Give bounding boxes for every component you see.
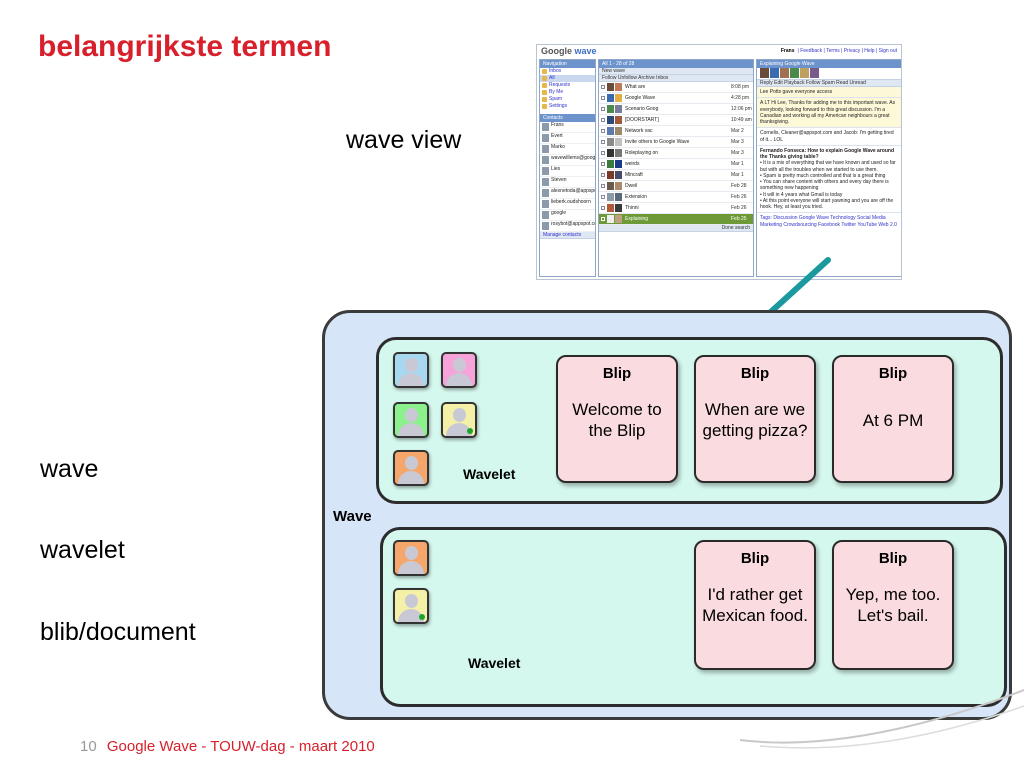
gw-new-wave-button[interactable]: New wave	[599, 68, 753, 75]
gw-contacts-title: Contacts	[540, 114, 595, 122]
gw-contact[interactable]: rosybot@appspot.com	[540, 221, 595, 232]
gw-nav-item[interactable]: Requests	[540, 82, 595, 89]
participant-avatar	[441, 402, 477, 438]
gw-contact[interactable]: Steven	[540, 177, 595, 188]
blip-heading: Blip	[740, 550, 770, 567]
footer-text: Google Wave - TOUW-dag - maart 2010	[106, 738, 375, 755]
term-wave: wave	[40, 455, 99, 483]
online-status-dot	[419, 614, 425, 620]
decorative-swoosh	[740, 689, 1024, 749]
gw-nav-item[interactable]: Inbox	[540, 68, 595, 75]
blip-card: Blip At 6 PM	[832, 355, 954, 483]
online-status-dot	[467, 428, 473, 434]
gw-bullet: • At this point everyone will start yawn…	[760, 197, 894, 210]
blip-heading: Blip	[740, 365, 770, 382]
term-blib-document: blib/document	[40, 618, 196, 646]
blip-card: Blip Welcome to the Blip	[556, 355, 678, 483]
gw-contact[interactable]: wavewillems@google	[540, 155, 595, 166]
gw-bullet: • You can share content with others and …	[760, 179, 889, 192]
gw-inbox-panel: All 1 - 28 of 28 New wave Follow Unfollo…	[598, 59, 754, 277]
gw-navigation-panel: Navigation Inbox All Requests By Me Spam…	[539, 59, 596, 277]
gw-nav-item[interactable]: All	[540, 75, 595, 82]
gw-bullet: • It is a mix of everything that we have…	[760, 160, 896, 173]
gw-blip[interactable]: A LT Hi Lee, Thanks for adding me to thi…	[757, 98, 901, 129]
gw-contact[interactable]: Frans	[540, 122, 595, 133]
term-wavelet: wavelet	[40, 536, 125, 564]
gw-blip-title: Fernando Fonseca: How to explain Google …	[760, 147, 894, 160]
slide-title: belangrijkste termen	[38, 30, 332, 63]
gw-contact[interactable]: google	[540, 210, 595, 221]
gw-contact[interactable]: Marko	[540, 144, 595, 155]
participant-avatar	[393, 450, 429, 486]
gw-done-search-button[interactable]: Done search	[599, 225, 753, 232]
gw-contact[interactable]: Evert	[540, 133, 595, 144]
gw-bullet: • It will in 4 years what Gmail is today	[760, 191, 843, 198]
gw-blip[interactable]: Fernando Fonseca: How to explain Google …	[757, 146, 901, 214]
gw-nav-title: Navigation	[540, 60, 595, 68]
wavelet-1-label: Wavelet	[463, 466, 516, 482]
gw-inbox-toolbar[interactable]: Follow Unfollow Archive Inbox	[599, 75, 753, 82]
blip-text: When are we getting pizza?	[702, 400, 808, 440]
gw-bullet: • Spam is pretty much controlled and tha…	[760, 172, 886, 179]
gw-nav-item[interactable]: Spam	[540, 96, 595, 103]
blip-text: At 6 PM	[862, 411, 924, 430]
gw-participants	[757, 68, 901, 80]
blip-heading: Blip	[602, 365, 632, 382]
participant-avatar	[441, 352, 477, 388]
blip-card: Blip Yep, me too. Let's bail.	[832, 540, 954, 670]
gw-blip[interactable]: Cornelis, Cleaner@appspot.com and Jacob:…	[757, 128, 901, 146]
gw-reader-panel: Explaining Google Wave Reply Edit Playba…	[756, 59, 901, 277]
gw-tags[interactable]: Tags: Discussion Google Wave Technology …	[760, 215, 897, 228]
slide-number: 10	[80, 738, 97, 755]
gw-topbar: Google wave Frans| Feedback | Terms | Pr…	[537, 45, 901, 58]
gw-reader-title: Explaining Google Wave	[757, 60, 901, 68]
wave-label: Wave	[333, 508, 372, 525]
gw-access-notice: Lee Potts gave everyone access	[757, 87, 901, 99]
blip-text: I'd rather get Mexican food.	[702, 585, 808, 625]
gw-contact[interactable]: lieberk.oudshoorn	[540, 199, 595, 210]
blip-card: Blip When are we getting pizza?	[694, 355, 816, 483]
gw-nav-item[interactable]: By Me	[540, 89, 595, 96]
participant-avatar	[393, 540, 429, 576]
slide-footer: 10 Google Wave - TOUW-dag - maart 2010	[80, 738, 375, 755]
blip-text: Welcome to the Blip	[572, 400, 662, 440]
participant-avatar	[393, 402, 429, 438]
wavelet-2-label: Wavelet	[468, 655, 521, 671]
google-wave-screenshot: Google wave Frans| Feedback | Terms | Pr…	[536, 44, 902, 280]
gw-wave-row[interactable]: [DOORSTART]10:49 am	[599, 115, 753, 126]
participant-avatar	[393, 588, 429, 624]
blip-heading: Blip	[878, 550, 908, 567]
gw-inbox-title: All 1 - 28 of 28	[599, 60, 753, 68]
gw-nav-item[interactable]: Settings	[540, 103, 595, 110]
blip-card: Blip I'd rather get Mexican food.	[694, 540, 816, 670]
gw-contact[interactable]: alexnetoda@appspot	[540, 188, 595, 199]
wave-view-label: wave view	[346, 126, 462, 154]
gw-contact[interactable]: Lies	[540, 166, 595, 177]
gw-logo: Google wave	[541, 45, 597, 56]
gw-manage-contacts-link[interactable]: Manage contacts	[540, 232, 595, 239]
gw-top-links[interactable]: Frans| Feedback | Terms | Privacy | Help…	[780, 48, 897, 55]
blip-heading: Blip	[878, 365, 908, 382]
blip-text: Yep, me too. Let's bail.	[845, 585, 941, 625]
gw-reader-toolbar[interactable]: Reply Edit Playback Follow Spam Read Unr…	[757, 80, 901, 87]
participant-avatar	[393, 352, 429, 388]
